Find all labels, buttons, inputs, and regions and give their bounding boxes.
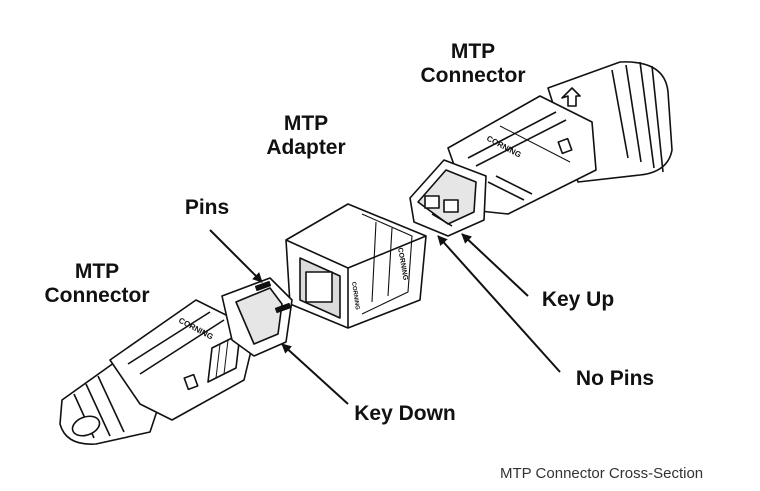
pins-pointer — [209, 229, 263, 283]
connector-left-body: CORNING — [109, 299, 257, 421]
label-mtp-adapter: MTP Adapter — [246, 112, 366, 160]
label-key-down: Key Down — [354, 402, 456, 425]
label-no-pins: No Pins — [575, 367, 655, 390]
connector-top-ferrule — [409, 159, 487, 237]
adapter-brand-side: CORNING — [350, 281, 360, 310]
no-pins-pointer — [437, 235, 561, 373]
mtp-connector-left: CORNING — [59, 277, 293, 445]
mtp-adapter: CORNING CORNING — [285, 203, 427, 329]
diagram-caption: MTP Connector Cross-Section — [500, 465, 704, 482]
label-key-up: Key Up — [541, 288, 615, 311]
guide-pin-lower — [274, 302, 292, 314]
key-down-pointer — [281, 343, 349, 405]
guide-pin-upper — [254, 280, 272, 292]
pointer-lines — [209, 229, 561, 405]
mtp-connector-top: CORNING — [409, 61, 673, 237]
connector-left-ferrule — [221, 277, 293, 357]
label-line: MTP — [283, 112, 329, 135]
label-line: MTP — [74, 260, 120, 283]
label-line: Connector — [420, 64, 526, 87]
label-pins: Pins — [184, 196, 230, 219]
label-mtp-connector-top: MTP Connector — [408, 40, 538, 88]
label-line: MTP — [450, 40, 496, 63]
label-mtp-connector-left: MTP Connector — [32, 260, 162, 308]
label-line: Connector — [44, 284, 150, 307]
key-up-pointer — [461, 233, 529, 297]
label-line: Adapter — [266, 136, 346, 159]
